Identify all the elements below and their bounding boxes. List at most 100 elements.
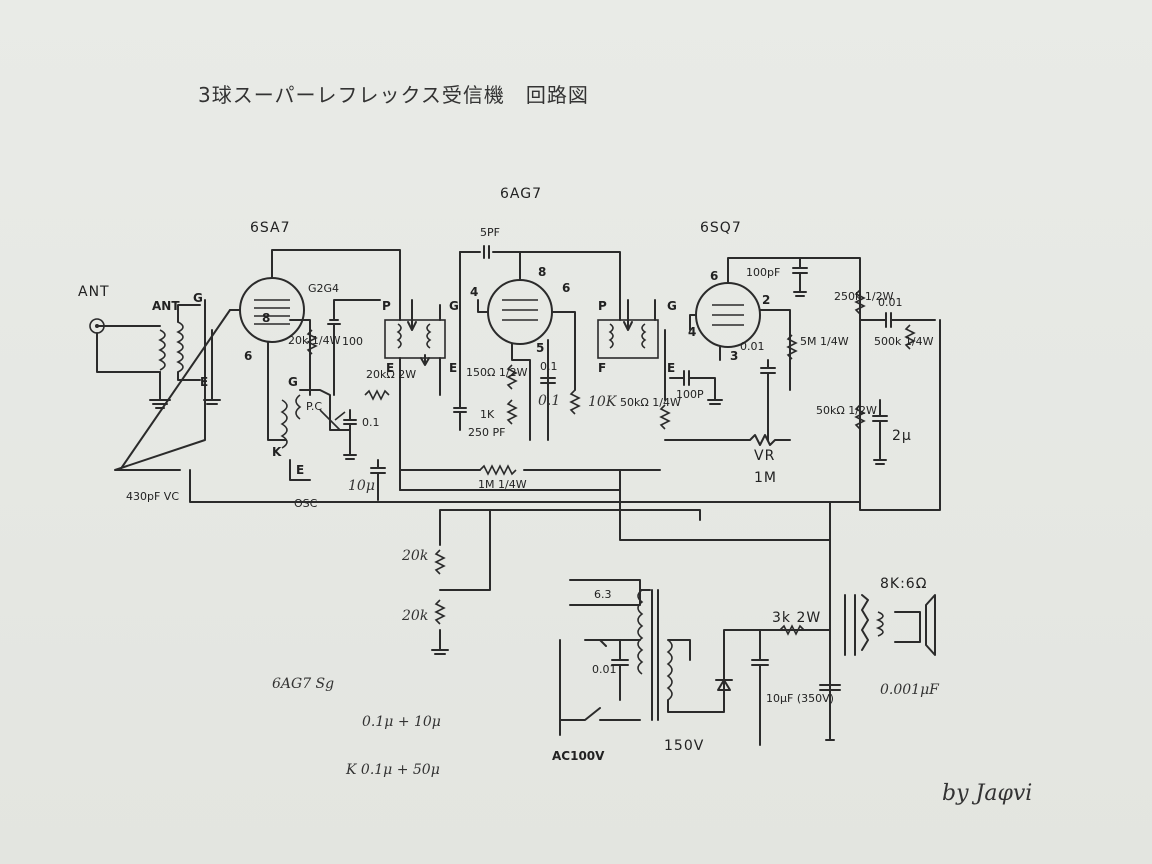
label-c-01-b: 0.1 [540, 360, 558, 373]
label-pin4c: 4 [688, 325, 696, 339]
capacitor-100p [327, 299, 381, 396]
capacitor-0-1-a [343, 409, 357, 460]
label-e-osc: E [296, 463, 304, 477]
if-transformer-1 [384, 299, 446, 396]
label-r-20k-2w: 20kΩ 2W [366, 368, 416, 381]
label-c-001: 0.01 [740, 340, 765, 353]
label-r-50k-12: 50kΩ 1/2W [816, 404, 877, 417]
label-pin6a: 6 [244, 349, 252, 363]
label-c-01-a: 0.1 [362, 416, 380, 429]
label-c-001-ac: 0.01 [592, 663, 617, 676]
resistor-20k-1-4w [306, 329, 318, 355]
label-vc: 430pF VC [126, 490, 179, 503]
tube-6ag7 [459, 245, 621, 441]
label-if2-f: F [598, 361, 606, 375]
label-r-1k: 1K [480, 408, 495, 421]
label-r-20k-a: 20k [401, 548, 428, 564]
volume-control [664, 434, 791, 446]
label-ant-top: ANT [78, 284, 110, 300]
tube-label-6sa7: 6SA7 [250, 220, 291, 236]
label-if1-g: G [449, 299, 459, 313]
resistor-5m [786, 334, 798, 360]
capacitor-2u [872, 399, 888, 465]
label-c-10uf: 10μF (350V) [766, 692, 834, 705]
note-sg-caps: 0.1μ + 10μ [362, 714, 441, 730]
capacitor-0-01 [760, 359, 776, 431]
tube-6sq7 [689, 257, 861, 501]
resistor-1m [479, 464, 517, 476]
label-pin4: 4 [470, 285, 478, 299]
label-ant-coil: ANT [152, 299, 180, 313]
label-k-osc: K [272, 445, 282, 459]
label-v-150: 150V [664, 738, 704, 754]
bus-wires [189, 319, 941, 591]
label-pin6c: 6 [710, 269, 718, 283]
resistor-20k-2w [364, 389, 390, 401]
label-pin3: 3 [730, 349, 738, 363]
label-vr-1m: 1M [754, 470, 777, 486]
label-if1-e2: E [449, 361, 457, 375]
osc-coil [280, 389, 351, 481]
label-if2-p: P [598, 299, 607, 313]
label-pin6b: 6 [562, 281, 570, 295]
label-r-1m: 1M 1/4W [478, 478, 527, 491]
signature: by Jaφvi [942, 781, 1032, 806]
resistor-50k-1-4w [659, 404, 671, 430]
label-c-10u: 10μ [348, 478, 375, 494]
output-transformer [819, 539, 936, 741]
label-pin8: 8 [262, 311, 270, 325]
label-r-5m: 5M 1/4W [800, 335, 849, 348]
label-c-0001: 0.001μF [880, 682, 940, 698]
label-if1-p: P [382, 299, 391, 313]
label-if2-g: G [667, 299, 677, 313]
resistor-20k-b [434, 599, 446, 625]
label-g1: G [193, 291, 203, 305]
label-c-5pf: 5PF [480, 226, 500, 239]
resistor-150 [506, 364, 518, 390]
tube-6sa7 [229, 249, 401, 441]
label-r-10k: 10K [588, 394, 618, 410]
capacitor-0-1-b [540, 377, 556, 384]
label-c-01-b2: 0.1 [538, 393, 560, 409]
if-transformer-2 [597, 299, 666, 401]
label-r-20k-b: 20k [401, 608, 428, 624]
label-vr: VR [754, 448, 775, 464]
resistor-3k [779, 624, 805, 636]
label-pin2: 2 [762, 293, 770, 307]
antenna-section [89, 299, 231, 471]
resistor-1k [506, 399, 518, 425]
label-g-osc: G [288, 375, 298, 389]
label-r-3k: 3k 2W [772, 610, 821, 626]
label-osc: OSC [294, 497, 318, 510]
label-c-100p-h: 100P [676, 388, 704, 401]
label-if2-e: E [667, 361, 675, 375]
label-r-250k: 250k 1/2W [834, 290, 894, 303]
label-c-100p-v: 100 [342, 335, 363, 348]
label-g2g4: G2G4 [308, 282, 339, 295]
tube-label-6sq7: 6SQ7 [700, 220, 742, 236]
label-spk: 8K:6Ω [880, 576, 927, 592]
label-r-50k-14: 50kΩ 1/4W [620, 396, 681, 409]
label-pin5: 5 [536, 341, 544, 355]
power-supply [559, 579, 831, 746]
resistor-500k [904, 324, 916, 350]
resistor-20k-a [434, 549, 446, 575]
ground-sg [431, 629, 449, 655]
note-6ag7-sg: 6AG7 Sg [272, 676, 334, 692]
resistor-10k [569, 389, 581, 415]
resistor-250k [854, 289, 866, 315]
capacitor-0-01-out [859, 312, 936, 328]
capacitor-10u [370, 459, 386, 501]
note-k-caps: K 0.1μ + 50μ [345, 762, 440, 778]
diagram-title: 3球スーパーレフレックス受信機 回路図 [198, 83, 589, 107]
label-c-2u: 2μ [892, 428, 912, 444]
capacitor-100p-h [669, 370, 723, 405]
label-pc: P.C [306, 400, 322, 413]
label-c-250pf: 250 PF [468, 426, 505, 439]
label-v-63: 6.3 [594, 588, 612, 601]
label-r-20k-1-4w: 20k 1/4W [288, 334, 341, 347]
label-c-001-out: 0.01 [878, 296, 903, 309]
tube-label-6ag7: 6AG7 [500, 186, 542, 202]
